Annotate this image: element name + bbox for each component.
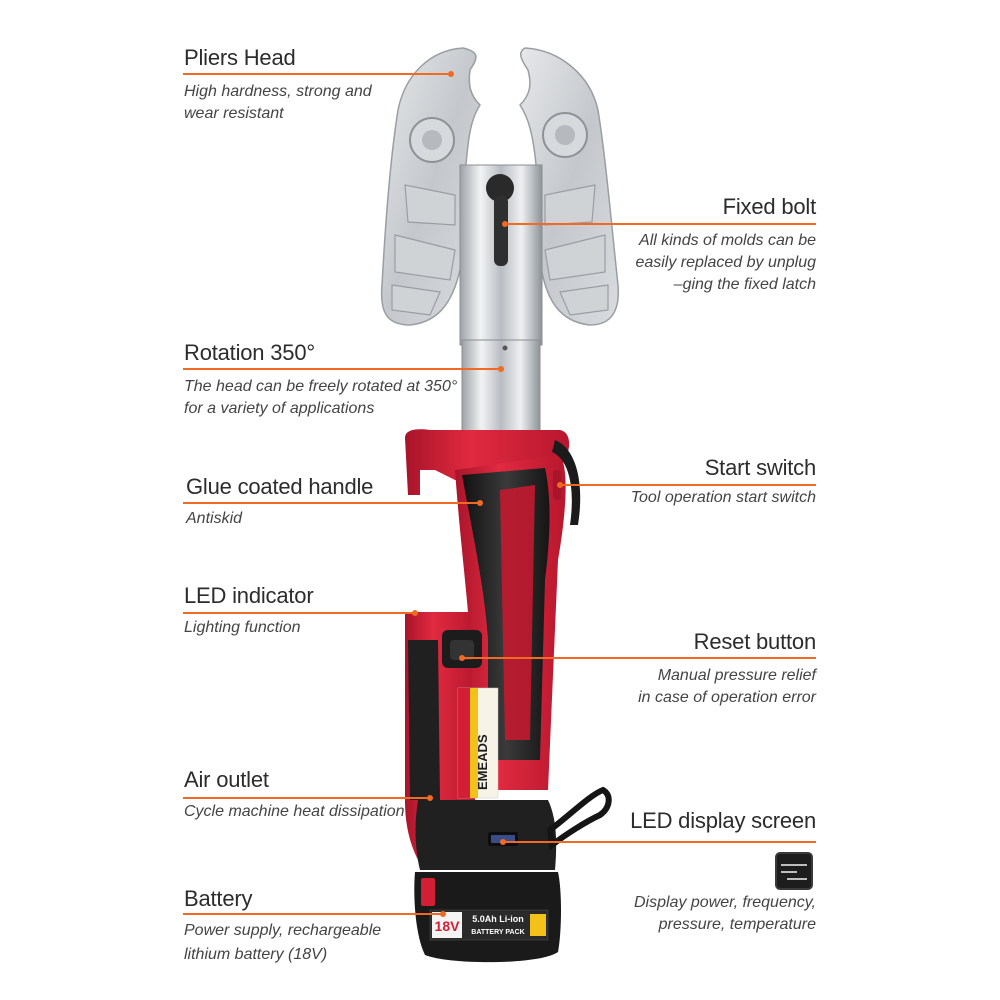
callout-reset-button: Reset button Manual pressure relief in c… xyxy=(638,629,816,709)
leader-dot-led-indicator xyxy=(412,610,418,616)
battery-pack: 18V 5.0Ah Li-ion BATTERY PACK xyxy=(414,872,561,963)
callout-title: Pliers Head xyxy=(184,45,296,70)
callout-start-switch: Start switch Tool operation start switch xyxy=(631,455,816,509)
callout-desc-line: Cycle machine heat dissipation xyxy=(184,803,405,820)
callout-desc-line: –ging the fixed latch xyxy=(673,276,816,293)
leader-line-reset-button xyxy=(462,657,816,659)
callout-title: Rotation 350° xyxy=(184,340,315,365)
leader-dot-reset-button xyxy=(459,655,465,661)
callout-desc-line: pressure, temperature xyxy=(658,916,816,933)
callout-desc-line: for a variety of applications xyxy=(184,400,375,417)
battery-voltage-label: 18V xyxy=(435,918,461,934)
callout-desc-line: Display power, frequency, xyxy=(633,894,816,911)
leader-dot-air-outlet xyxy=(427,795,433,801)
callout-desc-line: Power supply, rechargeable xyxy=(184,922,382,939)
callout-fixed-bolt: Fixed bolt All kinds of molds can be eas… xyxy=(635,194,816,296)
leader-line-rotation xyxy=(183,368,501,370)
callout-title: Air outlet xyxy=(184,767,269,792)
callout-title: Start switch xyxy=(704,455,816,480)
callout-title: Fixed bolt xyxy=(722,194,817,219)
battery-pack-label: BATTERY PACK xyxy=(471,929,524,936)
brand-label: EMEADS xyxy=(475,734,490,790)
leader-dot-glue-handle xyxy=(477,500,483,506)
steel-shaft xyxy=(459,164,543,436)
leader-line-start-switch xyxy=(560,484,816,486)
leader-dot-led-screen xyxy=(500,839,506,845)
callout-title: LED indicator xyxy=(184,583,314,608)
leader-line-fixed-bolt xyxy=(505,223,816,225)
leader-dot-fixed-bolt xyxy=(502,221,508,227)
callout-led-indicator: LED indicator Lighting function xyxy=(184,583,314,639)
leader-line-led-screen xyxy=(503,841,816,843)
display-screen-icon xyxy=(775,852,813,890)
leader-line-led-indicator xyxy=(183,612,415,614)
callout-desc-line: wear resistant xyxy=(184,105,284,122)
callout-led-screen-desc: Display power, frequency, pressure, temp… xyxy=(634,892,816,936)
callout-desc-line: easily replaced by unplug xyxy=(635,254,816,271)
callout-rotation: Rotation 350° The head can be freely rot… xyxy=(184,340,457,420)
callout-desc-line: Manual pressure relief xyxy=(657,667,816,684)
callout-desc-line: Antiskid xyxy=(186,510,243,527)
battery-spec-label: 5.0Ah Li-ion xyxy=(472,914,524,924)
callout-pliers-head: Pliers Head High hardness, strong and we… xyxy=(184,45,372,125)
handle-body: EMEADS xyxy=(405,429,612,870)
leader-dot-battery xyxy=(440,911,446,917)
pliers-head xyxy=(380,47,620,326)
callout-desc-line: All kinds of molds can be xyxy=(639,232,816,249)
callout-glue-handle: Glue coated handle Antiskid xyxy=(186,474,373,530)
callout-title: Battery xyxy=(184,886,253,911)
leader-dot-pliers-head xyxy=(448,71,454,77)
callout-desc-line: Tool operation start switch xyxy=(630,489,816,506)
leader-line-air-outlet xyxy=(183,797,430,799)
callout-air-outlet: Air outlet Cycle machine heat dissipatio… xyxy=(184,767,405,823)
callout-desc-line: High hardness, strong and xyxy=(184,83,372,100)
leader-dot-start-switch xyxy=(557,482,563,488)
leader-line-battery xyxy=(183,913,443,915)
callout-desc-line: The head can be freely rotated at 350° xyxy=(184,378,458,395)
callout-desc-line: in case of operation error xyxy=(638,689,816,706)
callout-desc-line: lithium battery (18V) xyxy=(184,946,328,963)
callout-title: Reset button xyxy=(693,629,817,654)
callout-title: Glue coated handle xyxy=(186,474,374,499)
callout-led-screen: LED display screen xyxy=(630,808,816,834)
leader-line-pliers-head xyxy=(183,73,451,75)
leader-dot-rotation xyxy=(498,366,504,372)
callout-title: LED display screen xyxy=(630,808,816,833)
leader-line-glue-handle xyxy=(183,502,480,504)
callout-battery: Battery Power supply, rechargeable lithi… xyxy=(184,886,381,966)
callout-desc-line: Lighting function xyxy=(184,619,301,636)
